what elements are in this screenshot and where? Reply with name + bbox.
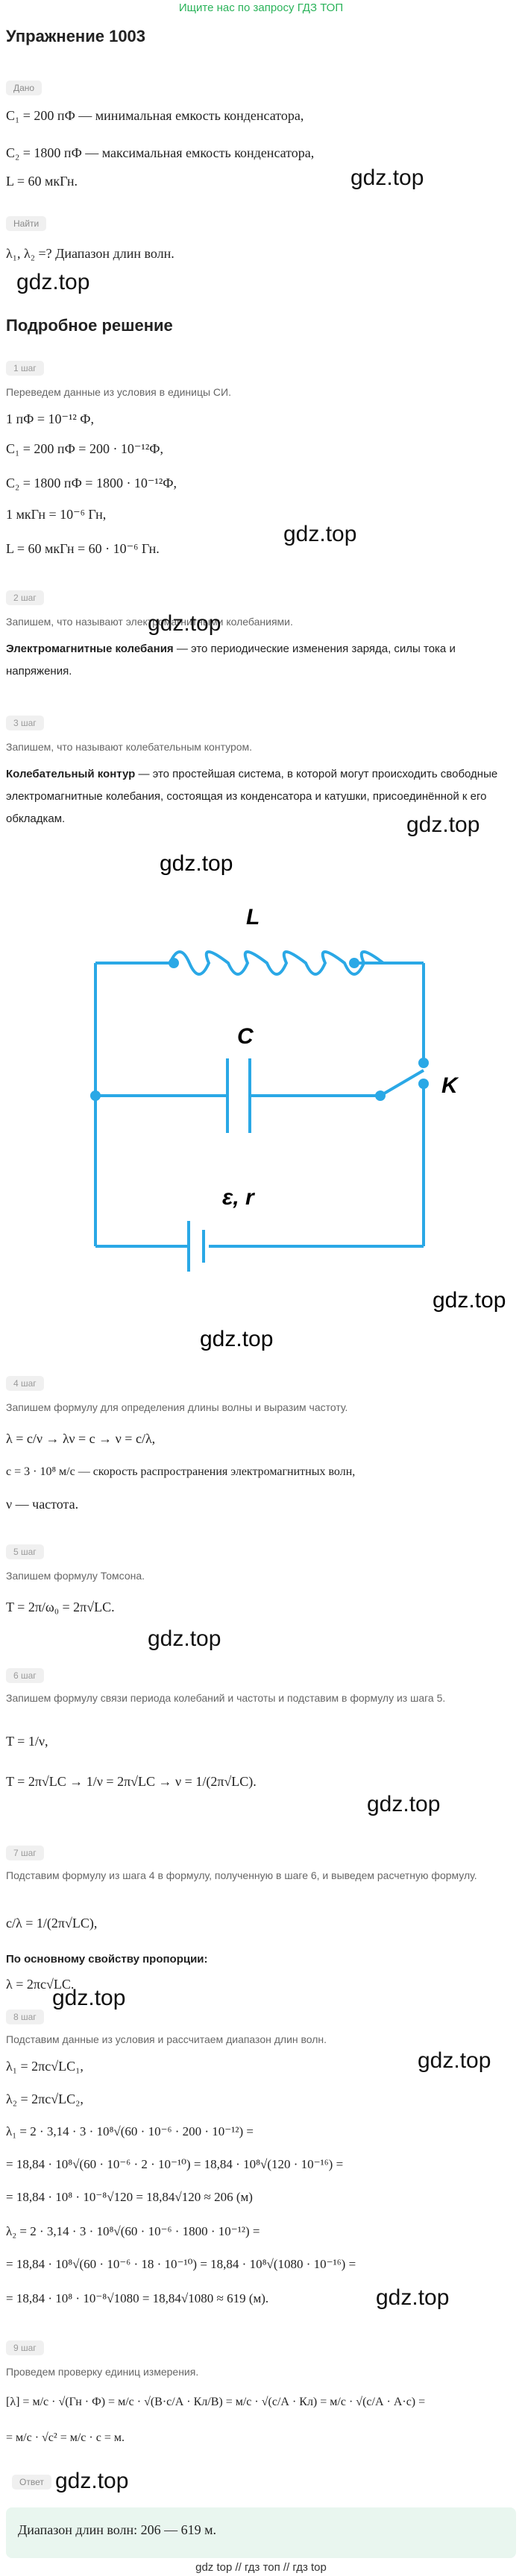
step-line: c = 3 · 10⁸ м/с — скорость распространен… bbox=[6, 1465, 356, 1478]
watermark: gdz.top bbox=[367, 1792, 441, 1816]
step-note: Переведем данные из условия в единицы СИ… bbox=[6, 386, 231, 398]
step-label: 3 шаг bbox=[6, 716, 44, 730]
find-pill: Найти bbox=[6, 216, 47, 231]
given-line: C₁ = 200 пФ — минимальная емкость конден… bbox=[6, 108, 304, 123]
step-line: 1 пФ = 10⁻¹² Ф, bbox=[6, 411, 95, 426]
circuit-diagram: L C K ε, r gdz.top gdz.top gdz.top bbox=[90, 851, 506, 1351]
step-line: = 18,84 · 10⁸ · 10⁻⁸√1080 = 18,84√1080 ≈… bbox=[6, 2291, 269, 2305]
step-line: c/λ = 1/(2π√LC), bbox=[6, 1916, 98, 1931]
inductor-label: L bbox=[246, 905, 260, 929]
watermark: gdz.top bbox=[406, 812, 480, 837]
watermark: gdz.top bbox=[376, 2285, 450, 2310]
watermark: gdz.top bbox=[283, 522, 357, 546]
watermark: gdz.top bbox=[160, 851, 233, 876]
watermark: gdz.top bbox=[52, 1986, 126, 2010]
step-line: = 18,84 · 10⁸√(60 · 10⁻⁶ · 2 · 10⁻¹⁰) = … bbox=[6, 2157, 344, 2171]
step-line: T = 2π√LC → 1/ν = 2π√LC → ν = 1/(2π√LC). bbox=[6, 1774, 257, 1789]
step-line: T = 1/ν, bbox=[6, 1734, 48, 1749]
step-line: λ₁ = 2 · 3,14 · 3 · 10⁸√(60 · 10⁻⁶ · 200… bbox=[6, 2124, 254, 2138]
term: Электромагнитные колебания bbox=[6, 643, 174, 655]
step-line: = 18,84 · 10⁸ · 10⁻⁸√120 = 18,84√120 ≈ 2… bbox=[6, 2190, 253, 2204]
term: Колебательный контур bbox=[6, 768, 136, 780]
watermark: gdz.top bbox=[148, 1626, 221, 1651]
step-note: Проведем проверку единиц измерения. bbox=[6, 2366, 199, 2378]
step-note: Запишем, что называют электромагнитными … bbox=[6, 616, 293, 628]
bold-text: По основному свойству пропорции: bbox=[6, 1953, 208, 1966]
step-note: Запишем, что называют колебательным конт… bbox=[6, 741, 253, 753]
step-label: 6 шаг bbox=[6, 1668, 44, 1683]
step-line: T = 2π/ω₀ = 2π√LC. bbox=[6, 1600, 115, 1614]
given-pill: Дано bbox=[6, 80, 43, 95]
switch-label: K bbox=[441, 1073, 459, 1098]
step-line: λ₂ = 2πc√LC₂, bbox=[6, 2092, 84, 2106]
capacitor-label: C bbox=[237, 1024, 254, 1049]
solution-title: Подробное решение bbox=[6, 316, 173, 335]
step-label: 4 шаг bbox=[6, 1376, 44, 1391]
definition: — это простейшая система, в которой могу… bbox=[6, 768, 498, 825]
step-label: 7 шаг bbox=[6, 1846, 44, 1860]
step-line: C₂ = 1800 пФ = 1800 · 10⁻¹²Ф, bbox=[6, 476, 177, 490]
step-line: L = 60 мкГн = 60 · 10⁻⁶ Гн. bbox=[6, 541, 160, 556]
answer-box: Диапазон длин волн: 206 — 619 м. bbox=[6, 2507, 516, 2558]
exercise-title: Упражнение 1003 bbox=[6, 27, 146, 45]
step-line: 1 мкГн = 10⁻⁶ Гн, bbox=[6, 507, 107, 522]
watermark: gdz.top bbox=[55, 2469, 129, 2493]
watermark: gdz.top bbox=[433, 1288, 506, 1313]
watermark: gdz.top bbox=[16, 270, 90, 294]
step-note: Запишем формулу связи периода колебаний … bbox=[6, 1692, 446, 1704]
step-text: Электромагнитные колебания — это периоди… bbox=[6, 638, 513, 683]
step-line: = 18,84 · 10⁸√(60 · 10⁻⁶ · 18 · 10⁻¹⁰) =… bbox=[6, 2257, 356, 2271]
find-line: λ₁, λ₂ =? Диапазон длин волн. bbox=[6, 246, 174, 261]
step-line: C₁ = 200 пФ = 200 · 10⁻¹²Ф, bbox=[6, 441, 163, 456]
step-label: 5 шаг bbox=[6, 1544, 44, 1559]
given-line: C₂ = 1800 пФ — максимальная емкость конд… bbox=[6, 145, 315, 160]
watermark: gdz.top bbox=[148, 611, 221, 636]
step-line: λ = c/ν → λν = c → ν = c/λ, bbox=[6, 1431, 156, 1446]
step-line: ν — частота. bbox=[6, 1497, 79, 1512]
watermark: gdz.top bbox=[200, 1327, 273, 1351]
top-banner[interactable]: Ищите нас по запросу ГДЗ ТОП bbox=[178, 1, 344, 14]
step-line: λ = 2πc√LC. bbox=[6, 1977, 75, 1992]
answer-text: Диапазон длин волн: 206 — 619 м. bbox=[18, 2522, 216, 2537]
step-label: 9 шаг bbox=[6, 2340, 44, 2355]
step-line: λ₁ = 2πc√LC₁, bbox=[6, 2059, 84, 2074]
step-note: Подставим данные из условия и рассчитаем… bbox=[6, 2033, 327, 2045]
watermark: gdz.top bbox=[350, 165, 424, 190]
step-note: Подставим формулу из шага 4 в формулу, п… bbox=[6, 1869, 477, 1881]
source-label: ε, r bbox=[222, 1185, 256, 1210]
footer-links[interactable]: gdz top // гдз топ // гдз top bbox=[195, 2561, 327, 2574]
step-label: 1 шаг bbox=[6, 361, 44, 376]
step-label: 2 шаг bbox=[6, 590, 44, 605]
answer-pill: Ответ bbox=[12, 2475, 51, 2490]
step-note: Запишем формулу для определения длины во… bbox=[6, 1401, 348, 1413]
step-line: [λ] = м/с · √(Гн · Ф) = м/с · √(В·с/А · … bbox=[6, 2396, 426, 2408]
given-line: L = 60 мкГн. bbox=[6, 174, 78, 189]
step-note: Запишем формулу Томсона. bbox=[6, 1570, 145, 1582]
step-line: = м/с · √с² = м/с · с = м. bbox=[6, 2431, 125, 2444]
step-line: λ₂ = 2 · 3,14 · 3 · 10⁸√(60 · 10⁻⁶ · 180… bbox=[6, 2224, 260, 2238]
step-label: 8 шаг bbox=[6, 2010, 44, 2024]
watermark: gdz.top bbox=[418, 2048, 491, 2073]
definition: — это периодические изменения заряда, си… bbox=[6, 643, 456, 678]
step-bold: По основному свойству пропорции: bbox=[6, 1948, 513, 1971]
step-text: Колебательный контур — это простейшая си… bbox=[6, 763, 513, 830]
